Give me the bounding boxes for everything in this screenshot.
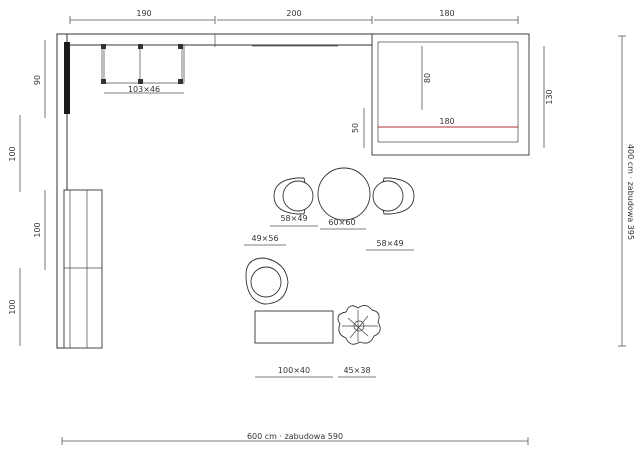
left-wall-window bbox=[64, 42, 70, 114]
dim-total-width: 600 cm · zabudowa 590 bbox=[247, 432, 343, 441]
shelf-unit: 103×46 bbox=[101, 44, 185, 94]
dim-chair-right: 58×49 bbox=[376, 239, 403, 248]
sofa bbox=[63, 189, 103, 349]
armchair: 49×56 bbox=[244, 234, 289, 305]
dim-plant: 45×38 bbox=[343, 366, 370, 375]
dim-left-c: 100 bbox=[8, 299, 17, 314]
dim-top-middle: 200 bbox=[286, 9, 301, 18]
dim-bed-depth: 80 bbox=[423, 73, 432, 83]
dim-bed-width: 180 bbox=[439, 117, 454, 126]
dim-total-height: 400 cm · zabudowa 395 bbox=[626, 144, 635, 240]
dim-chair-left: 58×49 bbox=[280, 214, 307, 223]
dim-table: 60×60 bbox=[328, 218, 355, 227]
dim-left-b: 100 bbox=[33, 222, 42, 237]
dim-top-left: 190 bbox=[136, 9, 151, 18]
top-dimension-group: 190 200 180 bbox=[69, 9, 519, 24]
dim-nightstand: 50 bbox=[351, 123, 360, 133]
dim-armchair: 49×56 bbox=[251, 234, 278, 243]
dim-left-a: 100 bbox=[8, 146, 17, 161]
nightstand: 50 bbox=[351, 108, 365, 148]
dim-left-upper: 90 bbox=[33, 75, 42, 85]
dim-bench: 100×40 bbox=[278, 366, 310, 375]
dim-top-right: 180 bbox=[439, 9, 454, 18]
bed: 80 180 130 bbox=[371, 33, 554, 156]
dim-shelf: 103×46 bbox=[128, 85, 160, 94]
dining-set: 58×49 60×60 58×49 bbox=[270, 167, 415, 251]
overall-dimensions: 600 cm · zabudowa 590 400 cm · zabudowa … bbox=[61, 35, 635, 445]
bench: 100×40 bbox=[254, 310, 334, 378]
dim-bed-height: 130 bbox=[545, 89, 554, 104]
plant: 45×38 bbox=[337, 305, 381, 378]
left-dimension-group: 90 100 100 100 bbox=[8, 40, 46, 346]
